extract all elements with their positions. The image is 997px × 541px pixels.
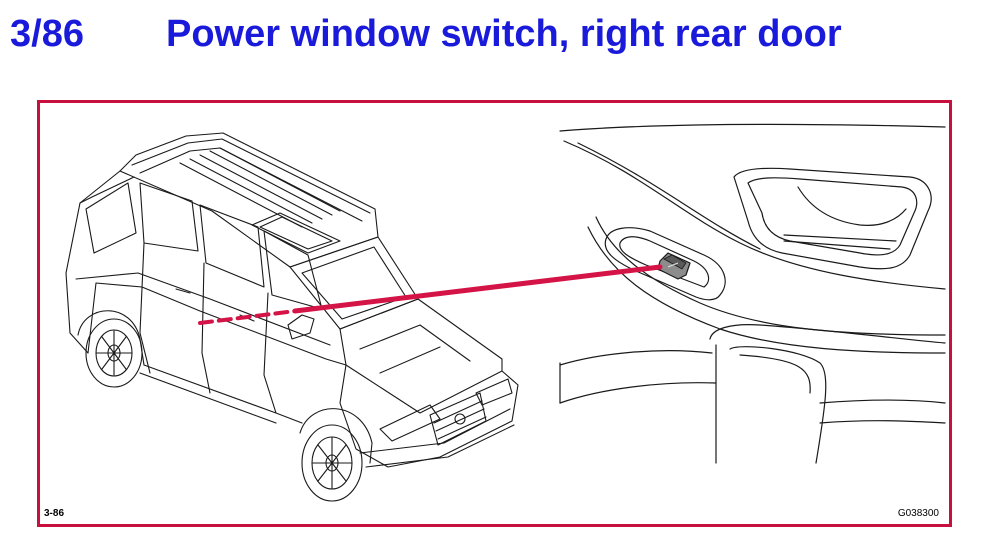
- suv-vehicle-illustration: [65, 132, 519, 502]
- leader-line: [198, 264, 663, 325]
- component-number: 3/86: [10, 13, 84, 55]
- figure-frame: 3-86 G038300: [37, 100, 952, 527]
- door-panel-detail-illustration: [559, 123, 946, 464]
- window-switch-icon: [657, 252, 691, 280]
- component-title: Power window switch, right rear door: [166, 13, 842, 55]
- page-header: 3/86 Power window switch, right rear doo…: [0, 0, 997, 70]
- figure-drawing: [65, 123, 946, 502]
- image-code: G038300: [897, 508, 939, 519]
- figure-number: 3-86: [44, 508, 65, 519]
